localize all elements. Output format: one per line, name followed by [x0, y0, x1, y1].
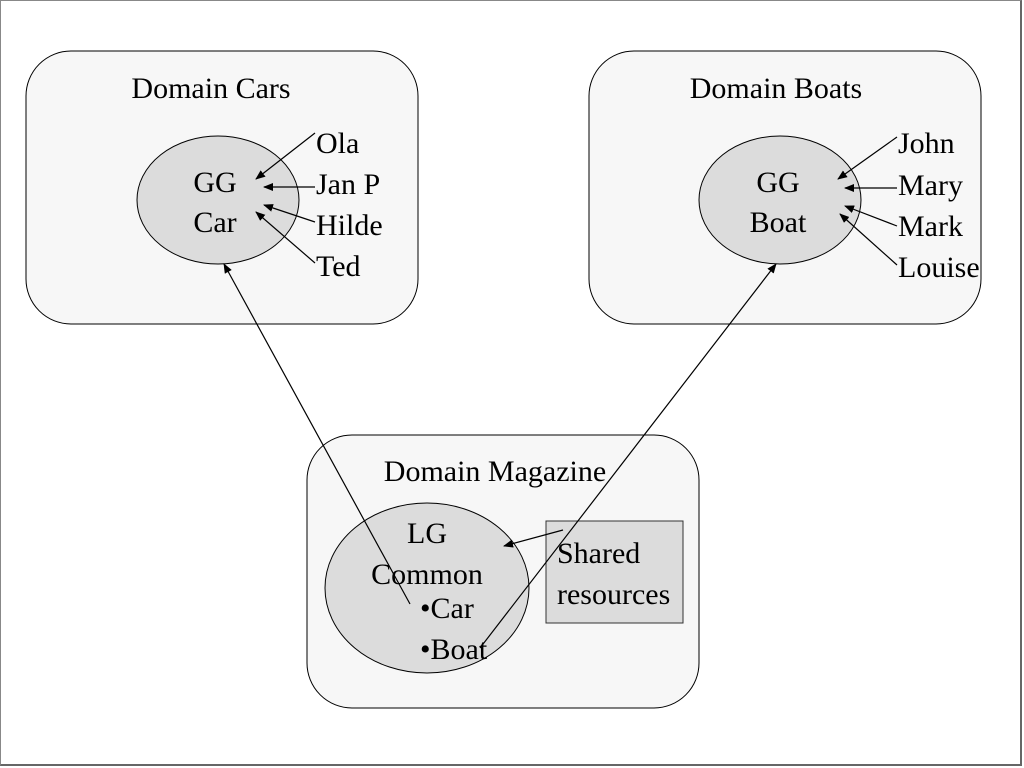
shared-resources-label-1: Shared [557, 537, 640, 570]
gg-boat-label-1: GG [756, 166, 799, 199]
arrow-shared-to-lg [503, 529, 564, 548]
arrow-ted [255, 211, 316, 264]
lg-item-boat: •Boat [420, 633, 488, 666]
member-ted: Ted [316, 250, 361, 283]
member-mark: Mark [898, 210, 963, 243]
lg-common-group[interactable] [324, 502, 530, 674]
member-hilde: Hilde [316, 209, 383, 242]
lg-common-label-2: Common [371, 558, 483, 591]
domain-magazine-title: Domain Magazine [384, 455, 606, 488]
gg-car-group[interactable] [136, 135, 300, 265]
member-jan-p: Jan P [316, 168, 380, 201]
arrow-hilde [263, 204, 316, 223]
arrow-john [837, 136, 898, 180]
member-ola: Ola [316, 127, 359, 160]
domain-cars[interactable]: Domain Cars GG Car Ola Jan P Hilde Ted [25, 50, 419, 325]
arrow-ola [255, 132, 316, 180]
member-mary: Mary [898, 169, 963, 202]
member-louise: Louise [898, 251, 980, 284]
shared-resources-box[interactable] [545, 520, 684, 624]
gg-boat-group[interactable] [698, 135, 862, 265]
arrow-boat-to-gg-boat [479, 263, 777, 649]
lg-item-car: •Car [420, 592, 474, 625]
lg-common-label-1: LG [407, 517, 447, 550]
gg-boat-label-2: Boat [750, 206, 807, 239]
member-john: John [898, 127, 955, 160]
domain-magazine[interactable]: Domain Magazine LG Common •Car •Boat Sha… [306, 434, 700, 709]
domain-boats[interactable]: Domain Boats GG Boat John Mary Mark Loui… [588, 50, 982, 325]
arrow-louise [839, 213, 898, 266]
shared-resources-label-2: resources [557, 578, 670, 611]
arrow-car-to-gg-car [223, 263, 411, 605]
domain-boats-title: Domain Boats [690, 72, 863, 105]
domain-cars-title: Domain Cars [131, 72, 290, 105]
gg-car-label-1: GG [193, 166, 236, 199]
arrow-mark [844, 205, 898, 227]
gg-car-label-2: Car [193, 206, 236, 239]
